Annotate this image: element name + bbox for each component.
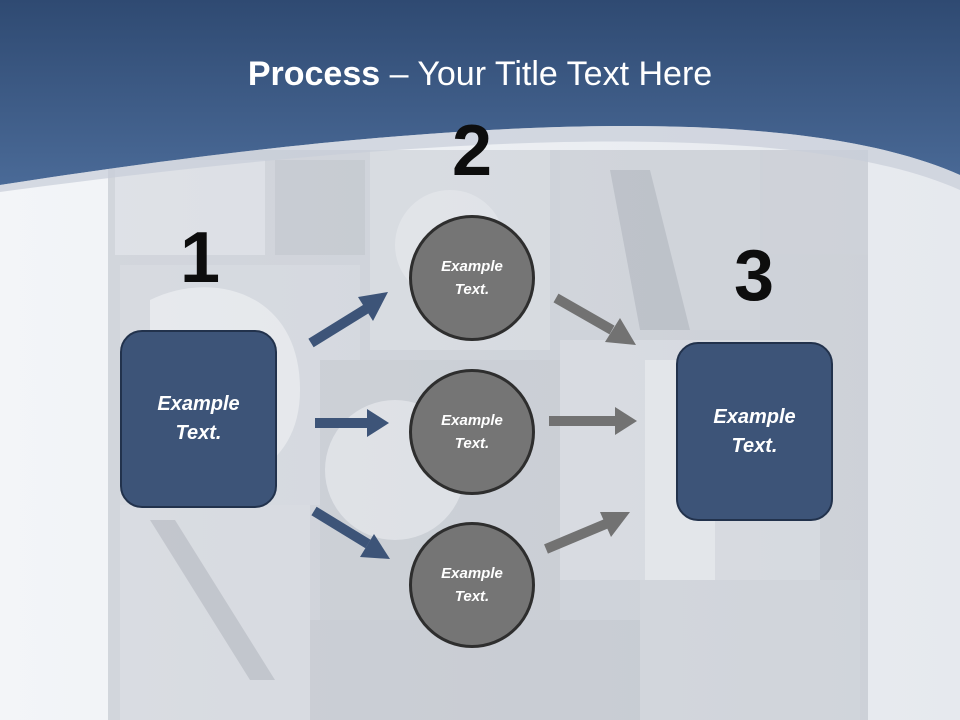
header-curve-highlight bbox=[0, 125, 960, 192]
header-band bbox=[0, 0, 960, 185]
title-rest: – Your Title Text Here bbox=[380, 55, 713, 93]
process-end-box: Example Text. bbox=[676, 342, 833, 521]
step-number-1: 1 bbox=[179, 218, 221, 298]
process-circle-1: Example Text. bbox=[409, 215, 535, 341]
start-box-text: Example Text. bbox=[157, 393, 240, 444]
process-circle-2: Example Text. bbox=[409, 369, 535, 495]
process-circle-3: Example Text. bbox=[409, 522, 535, 648]
circle-3-text: Example Text. bbox=[441, 565, 503, 605]
end-box-text: Example Text. bbox=[713, 405, 796, 457]
step-number-2: 2 bbox=[451, 111, 493, 191]
step-number-3: 3 bbox=[733, 236, 775, 316]
process-start-box: Example Text. bbox=[120, 330, 277, 508]
title-bold: Process bbox=[247, 55, 381, 93]
circle-1-text: Example Text. bbox=[441, 258, 503, 298]
circle-2-text: Example Text. bbox=[441, 412, 503, 452]
slide-title: Process – Your Title Text Here bbox=[0, 52, 960, 96]
